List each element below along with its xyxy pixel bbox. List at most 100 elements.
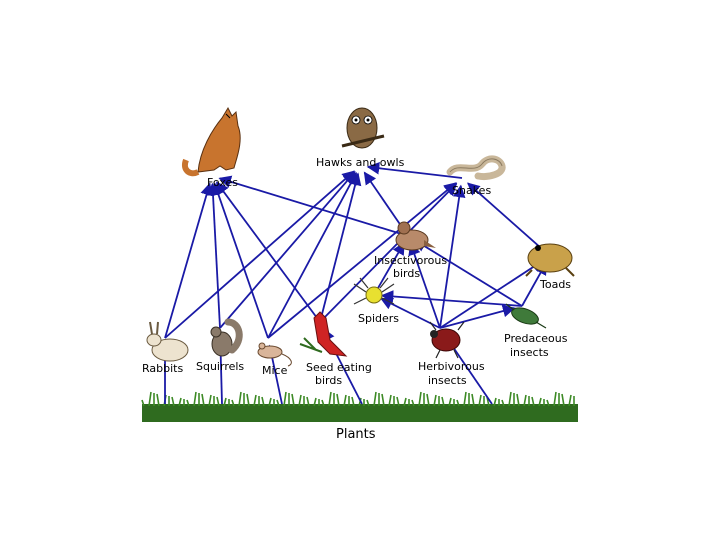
grass-blade <box>283 391 287 407</box>
grass-blade <box>501 399 505 407</box>
rabbits-label: Rabbits <box>142 362 183 375</box>
mice-label: Mice <box>262 364 288 377</box>
grass-blade <box>238 391 242 407</box>
grass-blade <box>156 393 160 407</box>
grass-blade <box>568 394 572 407</box>
grass-blade <box>141 399 145 407</box>
grass-blade <box>171 396 175 407</box>
arrow-snakes-to-hawks_owls <box>366 162 463 179</box>
grass-blade <box>261 396 265 407</box>
grass-blade <box>373 391 377 407</box>
grass-blade <box>531 396 535 407</box>
spiders-label: Spiders <box>358 312 399 325</box>
grass-blade <box>388 394 392 407</box>
insectivorous-birds-label-line1: Insectivorous <box>374 254 447 267</box>
arrow-predaceous_insects-to-spiders <box>380 290 523 307</box>
grass-blade <box>561 393 565 407</box>
squirrel-icon <box>210 318 243 357</box>
squirrels-label: Squirrels <box>196 360 244 373</box>
grass-blade <box>403 397 407 407</box>
grass-blade <box>433 394 437 407</box>
grass-blade <box>343 394 347 407</box>
grass-blade <box>493 397 497 407</box>
grass-blade <box>441 396 445 407</box>
grass-blade <box>411 399 415 407</box>
grass-blade <box>178 397 182 407</box>
owl-icon <box>341 107 385 149</box>
grass-blade <box>351 396 355 407</box>
arrow-herbivorous_insects-to-toads <box>439 259 545 329</box>
grass-blade <box>546 399 550 407</box>
arrow-herbivorous_insects-to-insectivorous_birds <box>408 242 441 329</box>
arrow-seed_eating_birds-to-hawks_owls <box>319 172 362 323</box>
foxes-label: Foxes <box>207 176 238 189</box>
plants-grass <box>141 391 578 422</box>
grass-blade <box>276 399 280 407</box>
arrow-squirrels-to-hawks_owls <box>219 171 356 329</box>
grass-blade <box>223 397 227 407</box>
grass-blade <box>328 391 332 407</box>
cardinal-icon <box>299 311 348 357</box>
grass-blade <box>523 394 527 407</box>
grass-blade <box>508 391 512 407</box>
grass-blade <box>231 399 235 407</box>
grass-blade <box>381 393 385 407</box>
seed-eating-birds-label-line2: birds <box>315 374 342 387</box>
insectivorous-birds-label-line2: birds <box>393 267 420 280</box>
arrow-rabbits-to-hawks_owls <box>164 170 355 339</box>
grass-blade <box>268 397 272 407</box>
bird-icon <box>395 221 436 251</box>
snakes-label: Snakes <box>452 184 491 197</box>
arrow-spiders-to-insectivorous_birds <box>373 241 405 296</box>
arrow-herbivorous_insects-to-predaceous_insects <box>439 304 516 329</box>
spider-icon <box>353 277 395 305</box>
grass-blade <box>463 391 467 407</box>
grass-blade <box>478 394 482 407</box>
toads-label: Toads <box>539 278 571 291</box>
grass-blade <box>306 396 310 407</box>
herbivorous-insects-label-line2: insects <box>428 374 467 387</box>
grass-blade <box>313 397 317 407</box>
hawks-owls-label: Hawks and owls <box>316 156 405 169</box>
arrow-mice-to-hawks_owls <box>267 171 358 339</box>
grass-blade <box>246 393 250 407</box>
arrow-mice-to-snakes <box>267 182 457 339</box>
ladybug-icon <box>429 321 465 359</box>
herbivorous-insects-label-line1: Herbivorous <box>418 360 485 373</box>
predaceous-insects-label-line1: Predaceous <box>504 332 568 345</box>
toad-icon <box>525 243 575 277</box>
snake-icon <box>446 155 506 180</box>
arrow-rabbits-to-foxes <box>164 182 213 339</box>
seed-eating-birds-label-line1: Seed eating <box>306 361 372 374</box>
arrow-seed_eating_birds-to-snakes <box>319 182 458 323</box>
grass-blade <box>426 393 430 407</box>
grass-blade <box>448 397 452 407</box>
grass-blade <box>336 393 340 407</box>
arrow-predaceous_insects-to-insectivorous_birds <box>413 239 523 307</box>
grass-blade <box>418 391 422 407</box>
grass-blade <box>516 393 520 407</box>
arrow-herbivorous_insects-to-snakes <box>439 184 466 329</box>
grass-blade <box>538 397 542 407</box>
feeding-arrows <box>158 162 551 405</box>
grass-blade <box>321 399 325 407</box>
grass-blade <box>366 399 370 407</box>
grass-blade <box>216 396 220 407</box>
grass-blade <box>148 391 152 407</box>
grass-blade <box>186 399 190 407</box>
predaceous-insects-label-line2: insects <box>510 346 549 359</box>
arrow-mice-to-foxes <box>212 182 269 339</box>
grass-blade <box>456 399 460 407</box>
mouse-icon <box>257 342 292 367</box>
arrow-squirrels-to-foxes <box>206 182 221 329</box>
plants-label: Plants <box>336 427 376 442</box>
beetle-icon <box>505 303 547 329</box>
arrow-seed_eating_birds-to-foxes <box>216 181 321 323</box>
grass-blade <box>298 394 302 407</box>
fox-icon <box>182 106 241 177</box>
grass-blade <box>201 393 205 407</box>
arrow-insectivorous_birds-to-foxes <box>218 175 409 237</box>
grass-blade <box>208 394 212 407</box>
grass-blade <box>291 393 295 407</box>
